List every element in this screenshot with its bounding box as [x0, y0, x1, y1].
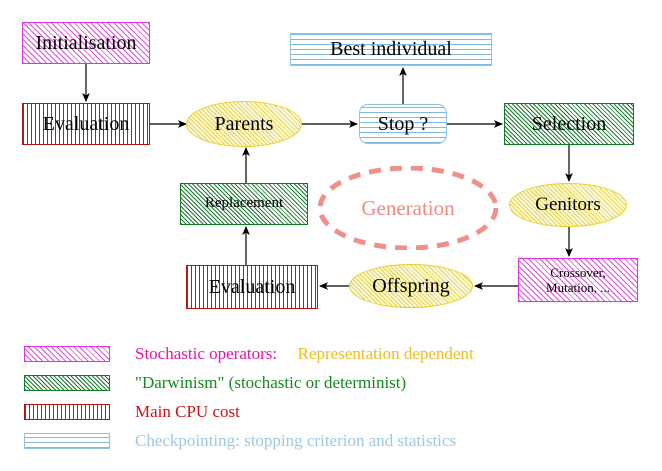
generation-dashed-ellipse — [318, 166, 498, 250]
legend-row-checkpointing: Checkpointing: stopping criterion and st… — [24, 431, 457, 450]
legend: Stochastic operators: Representation dep… — [0, 334, 662, 471]
node-best-individual-label: Best individual — [330, 38, 452, 60]
node-evaluation-bottom[interactable]: Evaluation — [186, 265, 318, 309]
node-replacement-label: Replacement — [204, 195, 284, 212]
node-stop[interactable]: Stop ? — [359, 104, 447, 144]
node-crossover-mutation[interactable]: Crossover, Mutation, ... — [518, 258, 638, 302]
node-selection-label: Selection — [531, 112, 607, 135]
legend-label-checkpointing: Checkpointing: stopping criterion and st… — [135, 431, 457, 450]
legend-text-stochastic-operators: Stochastic operators: Representation dep… — [135, 344, 474, 364]
node-initialisation[interactable]: Initialisation — [22, 22, 150, 64]
legend-label-representation-dependent: Representation dependent — [297, 344, 474, 363]
legend-label-darwinism: "Darwinism" (stochastic or determinist) — [135, 373, 407, 392]
legend-swatch-magenta-diagonal-hatch-icon — [24, 346, 110, 362]
node-evaluation-top[interactable]: Evaluation — [22, 103, 150, 145]
node-crossover-label-line2: Mutation, ... — [546, 280, 610, 295]
node-offspring-label: Offspring — [372, 274, 450, 297]
legend-swatch-blue-horizontal-hatch-icon — [24, 433, 110, 449]
node-offspring[interactable]: Offspring — [349, 264, 473, 308]
legend-row-stochastic-operators: Stochastic operators: Representation dep… — [24, 344, 474, 364]
node-replacement[interactable]: Replacement — [180, 183, 308, 225]
node-genitors-label: Genitors — [535, 194, 601, 216]
legend-row-darwinism: "Darwinism" (stochastic or determinist) — [24, 373, 407, 392]
node-generation: Generation — [318, 166, 498, 250]
node-genitors[interactable]: Genitors — [509, 183, 627, 227]
legend-label-main-cpu-cost: Main CPU cost — [135, 402, 240, 421]
node-selection[interactable]: Selection — [504, 103, 634, 145]
node-initialisation-label: Initialisation — [35, 31, 137, 54]
legend-label-stochastic-operators: Stochastic operators: — [135, 344, 278, 363]
node-generation-label: Generation — [361, 195, 455, 220]
legend-swatch-green-diagonal-hatch-icon — [24, 375, 110, 391]
node-parents-label: Parents — [214, 112, 274, 135]
node-stop-label: Stop ? — [377, 112, 429, 135]
node-crossover-label-line1: Crossover, — [550, 264, 606, 280]
node-best-individual[interactable]: Best individual — [290, 33, 492, 66]
legend-swatch-red-vertical-hatch-icon — [24, 404, 110, 420]
node-parents[interactable]: Parents — [186, 101, 302, 147]
node-evaluation-bottom-label: Evaluation — [208, 275, 296, 298]
node-evaluation-top-label: Evaluation — [42, 112, 130, 135]
legend-row-main-cpu-cost: Main CPU cost — [24, 402, 240, 421]
